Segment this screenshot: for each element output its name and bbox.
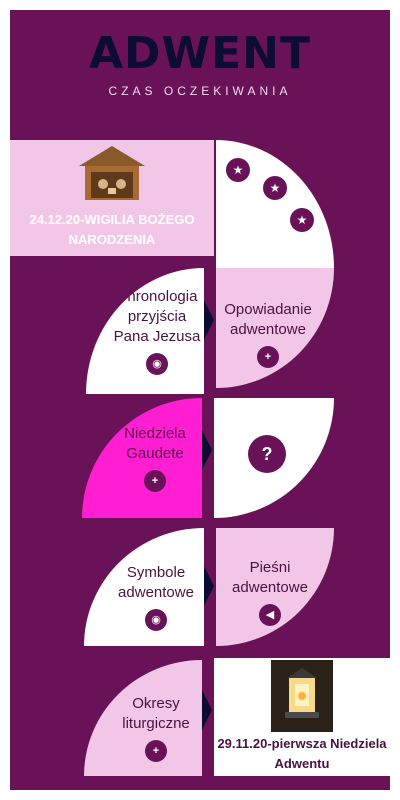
tile-piesni[interactable]: Pieśni adwentowe ◀: [216, 528, 334, 646]
tile-wigilia[interactable]: 24.12.20-WIGILIA BOŻEGO NARODZENIA: [10, 140, 214, 256]
plus-icon[interactable]: +: [257, 346, 279, 368]
page-subtitle: CZAS OCZEKIWANIA: [108, 84, 292, 98]
question-icon[interactable]: ?: [248, 435, 286, 473]
tile-gaudete[interactable]: Niedziela Gaudete +: [82, 398, 202, 518]
lantern-image: [271, 660, 333, 732]
opowiadanie-label: Opowiadanie adwentowe: [224, 301, 312, 338]
plus-icon[interactable]: +: [145, 740, 167, 762]
gaudete-label: Niedziela Gaudete: [124, 425, 186, 462]
nativity-image: [71, 142, 153, 204]
arrow-notch: [204, 566, 214, 606]
wigilia-label: 24.12.20-WIGILIA BOŻEGO NARODZENIA: [29, 212, 195, 247]
arrow-notch: [202, 430, 212, 470]
star-icon: ★: [263, 176, 287, 200]
eye-icon[interactable]: ◉: [146, 353, 168, 375]
star-icon: ★: [290, 208, 314, 232]
star-icon: ★: [226, 158, 250, 182]
eye-icon[interactable]: ◉: [145, 609, 167, 631]
tile-opowiadanie[interactable]: Opowiadanie adwentowe +: [216, 268, 334, 388]
chronologia-label: Chronologia przyjścia Pana Jezusa: [113, 288, 201, 345]
arrow-notch: [202, 690, 212, 730]
okresy-label: Okresy liturgiczne: [122, 695, 190, 732]
tile-pierwsza[interactable]: 29.11.20-pierwsza Niedziela Adwentu: [214, 658, 390, 776]
page-title: ADWENT: [88, 28, 311, 79]
plus-icon[interactable]: +: [144, 470, 166, 492]
arrow-notch: [204, 300, 214, 340]
piesni-label: Pieśni adwentowe: [232, 559, 308, 596]
speaker-icon[interactable]: ◀: [259, 604, 281, 626]
pierwsza-label: 29.11.20-pierwsza Niedziela Adwentu: [217, 736, 387, 771]
symbole-label: Symbole adwentowe: [118, 564, 194, 601]
